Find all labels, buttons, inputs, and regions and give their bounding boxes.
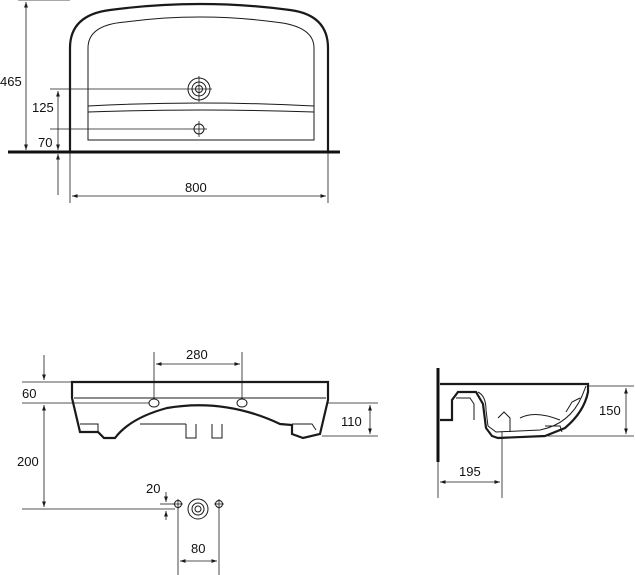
supply-right-symbol (214, 499, 224, 509)
dim-label-60: 60 (22, 386, 36, 401)
dim-label-70: 70 (38, 135, 52, 150)
side-view: 150 195 (436, 368, 634, 498)
dim-label-125: 125 (32, 100, 54, 115)
drain-connection-symbol (187, 498, 209, 520)
dim-label-200: 200 (17, 454, 39, 469)
front-basin-outline (70, 380, 330, 440)
dim-label-80: 80 (191, 541, 205, 556)
dim-label-110: 110 (341, 414, 362, 429)
dim-label-280: 280 (186, 347, 208, 362)
overflow-symbol (191, 121, 207, 137)
dim-label-150: 150 (599, 403, 621, 418)
front-view: 280 60 110 200 20 80 (17, 347, 378, 575)
dim-label-465: 465 (0, 74, 22, 89)
supply-left-symbol (173, 499, 183, 509)
tap-hole-symbol (186, 76, 212, 102)
dim-label-195: 195 (459, 464, 481, 479)
deck-shelf-line (87, 102, 315, 113)
tap-hole-right (236, 398, 248, 408)
basin-outer-outline (68, 2, 330, 152)
basin-inner-outline (87, 16, 315, 141)
dim-label-20: 20 (146, 481, 160, 496)
dim-label-800: 800 (185, 180, 207, 195)
tap-hole-left (148, 398, 160, 408)
side-section-outline (440, 382, 590, 440)
top-view: 465 125 70 800 (0, 0, 340, 203)
